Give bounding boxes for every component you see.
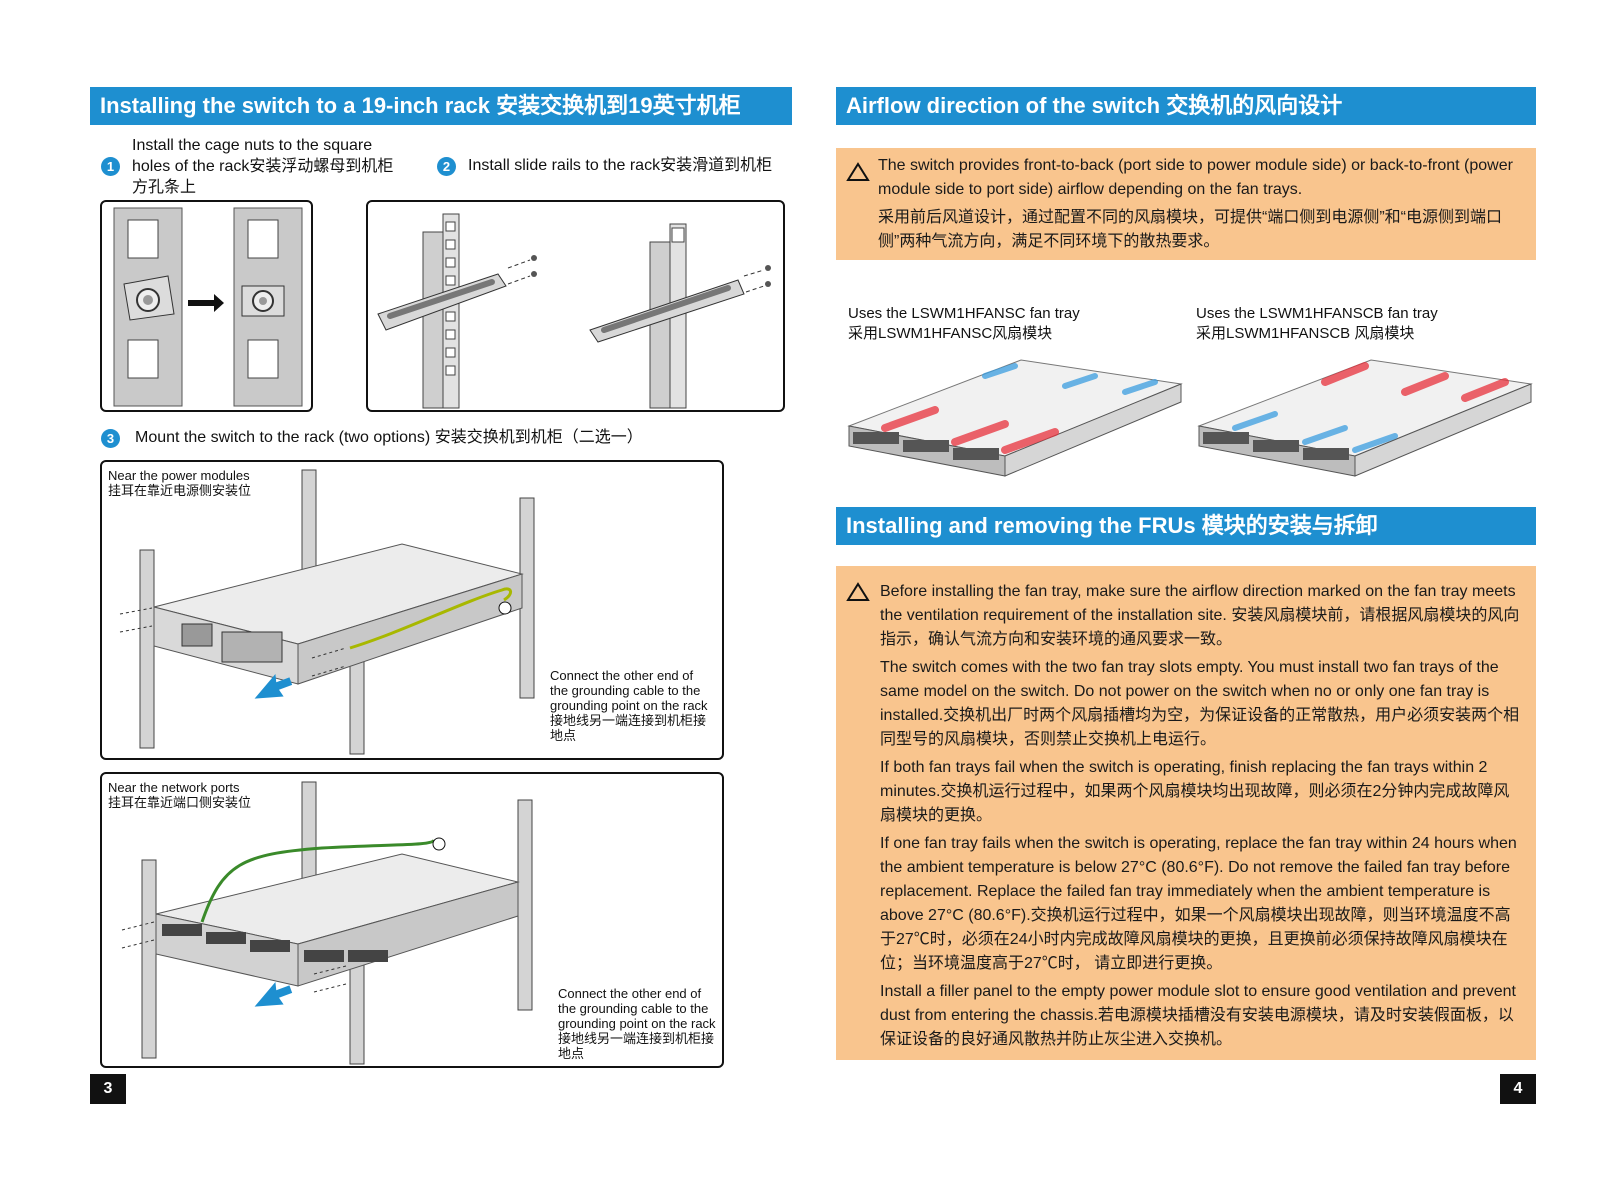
mount-near-power-illustration: Near the power modules 挂耳在靠近电源侧安装位 Conne… — [100, 460, 724, 760]
step-2-badge: 2 — [437, 157, 456, 176]
step-3-text: Mount the switch to the rack (two option… — [135, 429, 643, 446]
step-1-badge: 1 — [101, 157, 120, 176]
mount-near-ports-illustration: Near the network ports 挂耳在靠近端口侧安装位 Conne… — [100, 772, 724, 1068]
fru-notes: Before installing the fan tray, make sur… — [836, 566, 1536, 1060]
option-b-ground-note: Connect the other end of the grounding c… — [558, 986, 716, 1061]
airflow-note-zh: 采用前后风道设计，通过配置不同的风扇模块，可提供“端口侧到电源侧”和“电源侧到端… — [878, 209, 1502, 250]
step-1-text: Install the cage nuts to the square hole… — [132, 137, 394, 196]
fru-note-4: If one fan tray fails when the switch is… — [880, 835, 1517, 972]
fru-note-1: Before installing the fan tray, make sur… — [880, 583, 1520, 648]
fan-tray-a-label-en: Uses the LSWM1HFANSC fan tray — [848, 305, 1080, 322]
fru-note-2: The switch comes with the two fan tray s… — [880, 659, 1520, 748]
fan-tray-b-label-en: Uses the LSWM1HFANSCB fan tray — [1196, 305, 1438, 322]
fan-tray-b-label-zh: 采用LSWM1HFANSCB 风扇模块 — [1196, 325, 1415, 342]
page-number-right: 4 — [1500, 1074, 1536, 1104]
airflow-switch-b-illustration — [1197, 359, 1533, 477]
fan-tray-a-label-zh: 采用LSWM1HFANSC风扇模块 — [848, 325, 1053, 342]
page-number-left: 3 — [90, 1074, 126, 1104]
rack-install-header: Installing the switch to a 19-inch rack … — [90, 87, 792, 125]
step-3-badge: 3 — [101, 429, 120, 448]
fru-note-3: If both fan trays fail when the switch i… — [880, 759, 1510, 824]
step-2-text: Install slide rails to the rack安装滑道到机柜 — [468, 157, 773, 174]
warning-icon — [846, 582, 870, 601]
fru-note-5: Install a filler panel to the empty powe… — [880, 983, 1516, 1048]
airflow-header: Airflow direction of the switch 交换机的风向设计 — [836, 87, 1536, 125]
slide-rail-illustration — [366, 200, 785, 412]
airflow-switch-a-illustration — [847, 359, 1183, 477]
option-a-title-zh: 挂耳在靠近电源侧安装位 — [108, 483, 252, 498]
option-a-ground-note: Connect the other end of the grounding c… — [550, 668, 708, 743]
cage-nut-illustration — [100, 200, 313, 412]
airflow-note-en: The switch provides front-to-back (port … — [878, 157, 1513, 198]
option-a-title-en: Near the power modules — [108, 468, 250, 483]
fru-header: Installing and removing the FRUs 模块的安装与拆… — [836, 507, 1536, 545]
warning-icon — [846, 162, 870, 181]
option-b-title-en: Near the network ports — [108, 780, 240, 795]
option-b-title-zh: 挂耳在靠近端口侧安装位 — [108, 795, 252, 810]
airflow-note: The switch provides front-to-back (port … — [836, 148, 1536, 260]
